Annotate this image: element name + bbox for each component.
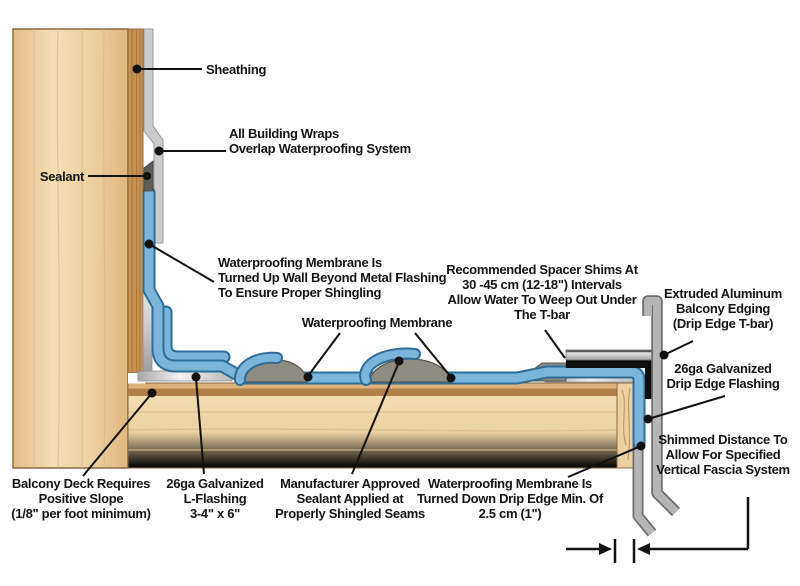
label-drip-edge-flashing: 26ga Galvanized Drip Edge Flashing xyxy=(666,361,780,391)
leader-dots xyxy=(132,64,669,451)
membrane-inner-ribbon xyxy=(159,305,231,364)
label-manufacturer-sealant: Manufacturer Approved Sealant Applied at… xyxy=(275,476,425,521)
label-shimmed-distance: Shimmed Distance To Allow For Specified … xyxy=(656,432,790,477)
label-membrane-turned-down: Waterproofing Membrane Is Turned Down Dr… xyxy=(416,476,604,521)
label-extruded-aluminum: Extruded Aluminum Balcony Edging (Drip E… xyxy=(664,286,782,331)
leader-lines xyxy=(82,68,726,478)
label-l-flashing: 26ga Galvanized L-Flashing 3-4" x 6" xyxy=(166,476,264,521)
wall-framing xyxy=(12,28,129,469)
waterproofing-membrane xyxy=(142,186,646,450)
label-waterproofing-membrane: Waterproofing Membrane xyxy=(301,315,453,330)
label-sealant: Sealant xyxy=(39,169,84,184)
label-sheathing: Sheathing xyxy=(206,62,267,77)
spacer-shim xyxy=(566,359,656,399)
sheathing-layer xyxy=(127,28,144,374)
sealant-mounds xyxy=(233,347,451,386)
tbar-edging xyxy=(565,295,681,517)
label-balcony-slope: Balcony Deck Requires Positive Slope (1/… xyxy=(11,476,151,521)
building-wrap xyxy=(143,28,164,244)
dimension-marks xyxy=(566,497,750,563)
balcony-deck xyxy=(127,373,636,469)
label-membrane-turned-up: Waterproofing Membrane Is Turned Up Wall… xyxy=(218,255,447,300)
label-spacer-shims: Recommended Spacer Shims At 30 -45 cm (1… xyxy=(446,262,638,322)
dimension-arrowheads xyxy=(599,543,650,555)
label-building-wraps: All Building Wraps Overlap Waterproofing… xyxy=(229,126,411,156)
wall-deck-gap xyxy=(128,373,145,384)
